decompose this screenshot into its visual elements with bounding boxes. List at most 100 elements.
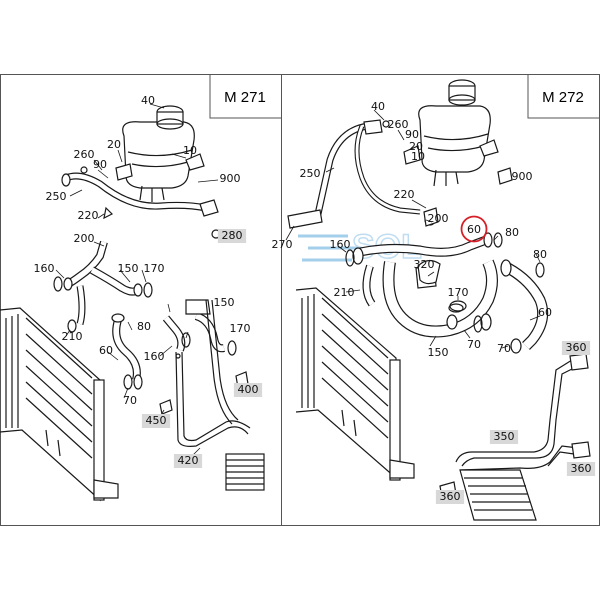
- part-label-text: 170: [230, 322, 251, 335]
- part-label-text: 20: [409, 140, 423, 153]
- part-label-170: 170: [230, 322, 251, 335]
- label-box-background: [561, 341, 591, 355]
- part-label-text: 360: [440, 490, 461, 503]
- part-label-text: 170: [144, 262, 165, 275]
- boxed-part-label-420: 420: [173, 454, 203, 468]
- part-label-text: 160: [144, 350, 165, 363]
- m271-drawing: [0, 105, 265, 502]
- part-label-250: 250: [300, 167, 321, 180]
- part-label-text: 200: [428, 212, 449, 225]
- part-label-text: 270: [272, 238, 293, 251]
- part-label-900: 900: [512, 170, 533, 183]
- part-label-text: 80: [505, 226, 519, 239]
- part-label-150: 150: [118, 262, 139, 275]
- part-label-250: 250: [46, 190, 67, 203]
- part-label-160: 160: [330, 238, 351, 251]
- part-label-900: 900: [220, 172, 241, 185]
- label-box-background: [233, 383, 263, 397]
- m272-radiator: [295, 287, 415, 481]
- part-label-210: 210: [62, 330, 83, 343]
- part-label-200: 200: [428, 212, 449, 225]
- part-label-60: 60: [538, 306, 552, 319]
- part-label-170: 170: [144, 262, 165, 275]
- part-label-20: 20: [107, 138, 121, 151]
- panel-title-m272-text: M 272: [542, 89, 584, 106]
- m272-drawing: [287, 79, 591, 521]
- label-box-background: [435, 490, 465, 504]
- m271-hose-150: [162, 299, 237, 356]
- part-label-text: 320: [414, 258, 435, 271]
- part-label-text: 90: [405, 128, 419, 141]
- part-label-text: 450: [146, 414, 167, 427]
- m272-oil-cooler: [459, 469, 537, 521]
- part-label-260: 260: [74, 148, 95, 161]
- part-label-text: 70: [497, 342, 511, 355]
- m271-oil-cooler: [225, 453, 265, 491]
- part-label-text: 260: [74, 148, 95, 161]
- part-label-text: 60: [538, 306, 552, 319]
- part-label-text: 420: [178, 454, 199, 467]
- part-label-text: 70: [123, 394, 137, 407]
- part-label-90: 90: [93, 158, 107, 171]
- part-label-text: 10: [411, 150, 425, 163]
- m272-expansion-tank: [403, 79, 499, 187]
- part-label-160: 160: [34, 262, 55, 275]
- part-label-80: 80: [505, 226, 519, 239]
- part-label-text: 160: [34, 262, 55, 275]
- part-label-text: 360: [571, 462, 592, 475]
- part-label-text: 900: [220, 172, 241, 185]
- label-box-background: [217, 229, 247, 243]
- panel-title-m271-text: M 271: [224, 89, 266, 106]
- part-label-text: 10: [183, 144, 197, 157]
- part-label-20: 20: [409, 140, 423, 153]
- part-label-200: 200: [74, 232, 95, 245]
- leader-lines: [55, 103, 541, 461]
- part-label-text: 60: [99, 344, 113, 357]
- part-label-text: 60: [467, 223, 481, 236]
- m272-hose-60: [473, 259, 549, 354]
- part-label-260: 260: [388, 118, 409, 131]
- part-label-40: 40: [371, 100, 385, 113]
- part-label-text: 900: [512, 170, 533, 183]
- part-label-150: 150: [214, 296, 235, 309]
- part-label-220: 220: [394, 188, 415, 201]
- m272-hose-250: [287, 119, 421, 229]
- part-label-text: 280: [222, 229, 243, 242]
- part-label-text: 80: [137, 320, 151, 333]
- part-label-90: 90: [405, 128, 419, 141]
- part-label-60: 60: [467, 223, 481, 236]
- part-label-320: 320: [414, 258, 435, 271]
- part-label-text: 200: [74, 232, 95, 245]
- part-label-80: 80: [533, 248, 547, 261]
- m271-hose-60: [111, 313, 143, 390]
- label-box-background: [489, 430, 519, 444]
- boxed-part-label-350: 350: [489, 430, 519, 444]
- m272-connector-320: [417, 167, 513, 313]
- part-label-150: 150: [428, 346, 449, 359]
- part-label-text: 250: [46, 190, 67, 203]
- part-label-text: 360: [566, 341, 587, 354]
- part-label-text: 80: [533, 248, 547, 261]
- panel-title-m271: M 271: [209, 74, 281, 119]
- part-label-160: 160: [144, 350, 165, 363]
- part-label-text: 70: [467, 338, 481, 351]
- part-label-70: 70: [497, 342, 511, 355]
- part-label-text: 400: [238, 383, 259, 396]
- boxed-part-label-360: 360: [435, 490, 465, 504]
- part-label-80: 80: [137, 320, 151, 333]
- boxed-part-label-280: 280: [217, 229, 247, 243]
- part-label-text: 220: [394, 188, 415, 201]
- part-label-text: 40: [371, 100, 385, 113]
- m272-line-350: [439, 353, 591, 499]
- part-label-text: 260: [388, 118, 409, 131]
- label-box-background: [566, 462, 596, 476]
- m271-expansion-tank: [115, 105, 205, 202]
- part-label-10: 10: [411, 150, 425, 163]
- label-box-background: [173, 454, 203, 468]
- boxed-part-label-360: 360: [561, 341, 591, 355]
- part-label-text: 20: [107, 138, 121, 151]
- part-label-text: 90: [93, 158, 107, 171]
- part-label-text: 210: [62, 330, 83, 343]
